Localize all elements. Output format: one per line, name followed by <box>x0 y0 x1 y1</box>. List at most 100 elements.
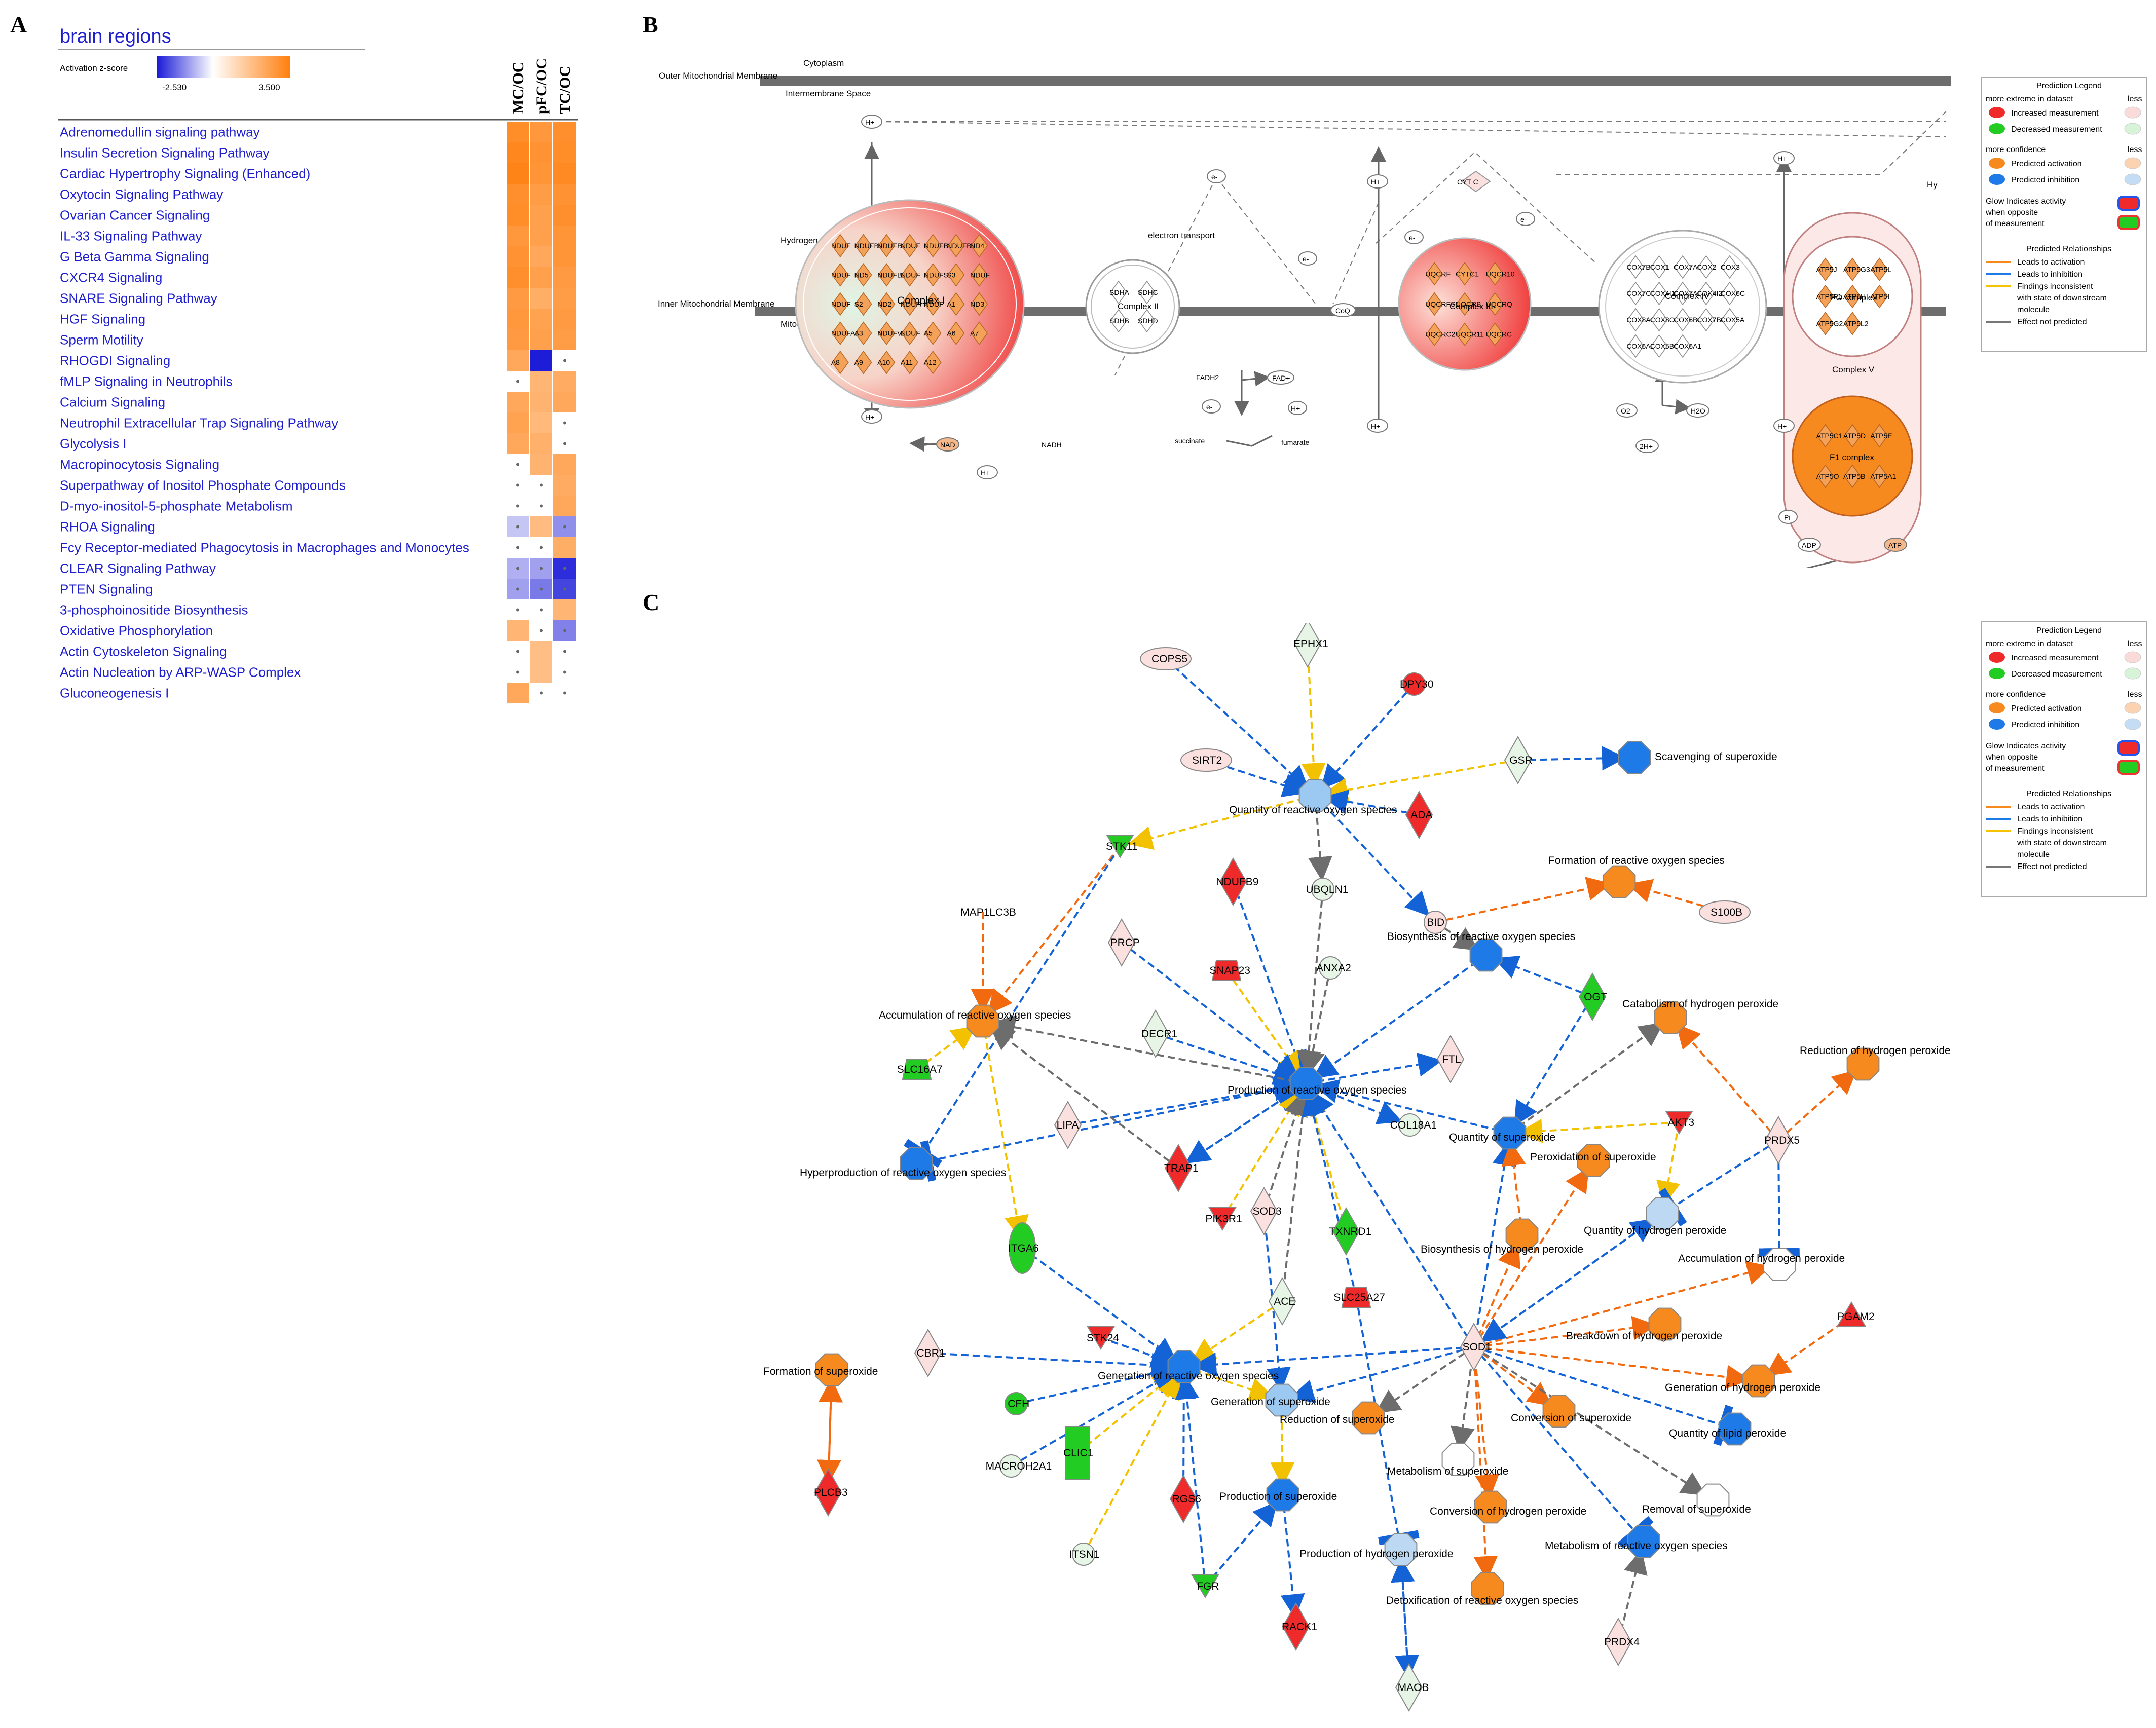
gene-label: SDHA <box>1109 288 1130 296</box>
gene-label: ATP5J <box>1816 266 1837 274</box>
node-label-itsn1: ITSN1 <box>1069 1549 1100 1560</box>
node-label-prcp: PRCP <box>1110 937 1140 949</box>
hplus-text-3: H+ <box>1371 178 1380 186</box>
edge-TXNRD1-PROS <box>1303 1091 1347 1232</box>
hplus-text-2: H+ <box>865 413 874 421</box>
heatmap-cell <box>530 329 552 350</box>
node-s100b <box>1699 900 1751 924</box>
node-pik3r1 <box>1208 1207 1237 1231</box>
heatmap-cell <box>553 205 576 226</box>
edge-PHP-MAOB <box>1395 1549 1420 1680</box>
nadh-text: NADH <box>1042 441 1062 449</box>
node-gsup <box>1265 1383 1298 1417</box>
gene-diamond <box>1426 261 1443 286</box>
eminus-node-3 <box>1404 230 1424 244</box>
nan-dot <box>540 483 543 487</box>
gene-diamond <box>878 234 896 258</box>
node-label-ada: ADA <box>1410 809 1432 821</box>
edge-ACE-GROS <box>1191 1300 1283 1363</box>
eminus-text-2: e- <box>1303 255 1309 263</box>
node-label-cath: Catabolism of hydrogen peroxide <box>1622 998 1778 1010</box>
nan-dot <box>540 691 543 695</box>
gene-label: COX7C <box>1626 289 1651 297</box>
gene-label: ATP5C1 <box>1816 432 1843 440</box>
legend-increased: Increased measurement <box>2011 654 2099 662</box>
node-label-s100b: S100B <box>1711 907 1742 918</box>
heatmap-cell <box>507 329 529 350</box>
gene-label: A1 <box>947 300 955 308</box>
node-ephx1 <box>1293 623 1322 668</box>
node-scav <box>1618 741 1651 774</box>
heatmap-cell <box>507 309 529 329</box>
node-label-anxa2: ANXA2 <box>1316 962 1351 974</box>
edge-FGR-GROS <box>1175 1374 1206 1587</box>
nan-dot <box>516 463 519 466</box>
complex-4[interactable] <box>1598 230 1767 384</box>
edge-PRDX5-QHP <box>1658 1139 1779 1227</box>
node-label-gsr: GSR <box>1509 755 1533 766</box>
pathway-name: PTEN Signaling <box>60 582 153 597</box>
gene-diamond <box>924 234 942 258</box>
heatmap-cell <box>553 122 576 142</box>
legend-more-confidence: more confidence <box>1986 690 2046 699</box>
node-mros <box>1627 1525 1660 1558</box>
node-label-fgr: FGR <box>1197 1581 1219 1592</box>
gene-label: ATP5L <box>1870 266 1891 274</box>
column-header-1: pFC/OC <box>533 58 550 114</box>
gene-diamond <box>1697 281 1715 306</box>
h2o-text: H2O <box>1691 407 1705 415</box>
edge-OGT-QSUP <box>1514 996 1593 1126</box>
legend-inhibition: Predicted inhibition <box>2011 176 2079 184</box>
legend-rel_inc1: Findings inconsistent <box>2017 827 2093 836</box>
complex-2-label: Complex II <box>1118 302 1159 311</box>
edge-SOD1-PROS <box>1310 1090 1475 1348</box>
cytc-node <box>1461 170 1491 193</box>
node-dpy30 <box>1402 672 1426 696</box>
gene-label: NDUF <box>831 242 851 250</box>
node-label-stk11: STK11 <box>1106 841 1138 852</box>
pathway-name: Ovarian Cancer Signaling <box>60 208 210 223</box>
edge-MACROH2A1-GROS <box>1011 1370 1177 1467</box>
node-macroh2a1 <box>999 1454 1023 1478</box>
node-label-aros: Accumulation of reactive oxygen species <box>879 1009 1071 1021</box>
pathway-name: Calcium Signaling <box>60 395 165 410</box>
gene-label: NDUFB1 <box>947 242 975 250</box>
node-fros <box>1603 865 1636 898</box>
gene-label: COX7B2 <box>1697 316 1725 324</box>
heatmap-cell <box>553 496 576 516</box>
gene-diamond <box>854 321 872 345</box>
hplus-node-5 <box>1773 151 1795 165</box>
gene-diamond <box>1650 255 1668 279</box>
node-label-redh: Reduction of hydrogen peroxide <box>1800 1045 1951 1057</box>
node-aros <box>966 1004 999 1038</box>
gene-label: ATP5D <box>1843 432 1866 440</box>
node-prdx4 <box>1604 1617 1632 1667</box>
legend-rel-title: Predicted Relationships <box>2026 245 2111 253</box>
gene-label: ATP5A1 <box>1870 472 1896 480</box>
nan-dot <box>540 504 543 508</box>
gene-label: ATP5G3 <box>1843 266 1870 274</box>
nan-dot <box>563 359 566 362</box>
f1-complex <box>1792 395 1913 517</box>
hplus-text-5: H+ <box>1777 155 1787 163</box>
gene-diamond <box>1871 424 1888 448</box>
gene-label: NDUF <box>901 329 920 337</box>
heatmap-cell <box>507 267 529 288</box>
edge-EPHX1-QROS <box>1301 643 1326 788</box>
edge-SNAP23-PROS <box>1225 969 1302 1077</box>
complex-2[interactable] <box>1085 259 1180 354</box>
heatmap-cell <box>507 226 529 246</box>
legend-rel_inc1: Findings inconsistent <box>2017 282 2093 291</box>
gene-diamond <box>1721 255 1738 279</box>
heatmap-rows: Adrenomedullin signaling pathwayInsulin … <box>60 122 576 703</box>
edge-QSUP-CATH <box>1509 1022 1664 1134</box>
gene-diamond <box>1844 312 1861 335</box>
nan-dot <box>516 380 519 383</box>
edge-RGS6-GROS <box>1171 1374 1196 1499</box>
panel-letter-a: A <box>10 12 27 37</box>
node-label-fros: Formation of reactive oxygen species <box>1548 855 1725 867</box>
node-label-pros: Production of reactive oxygen species <box>1228 1084 1407 1096</box>
gene-label: A3 <box>854 329 863 337</box>
heatmap-cell <box>507 392 529 412</box>
